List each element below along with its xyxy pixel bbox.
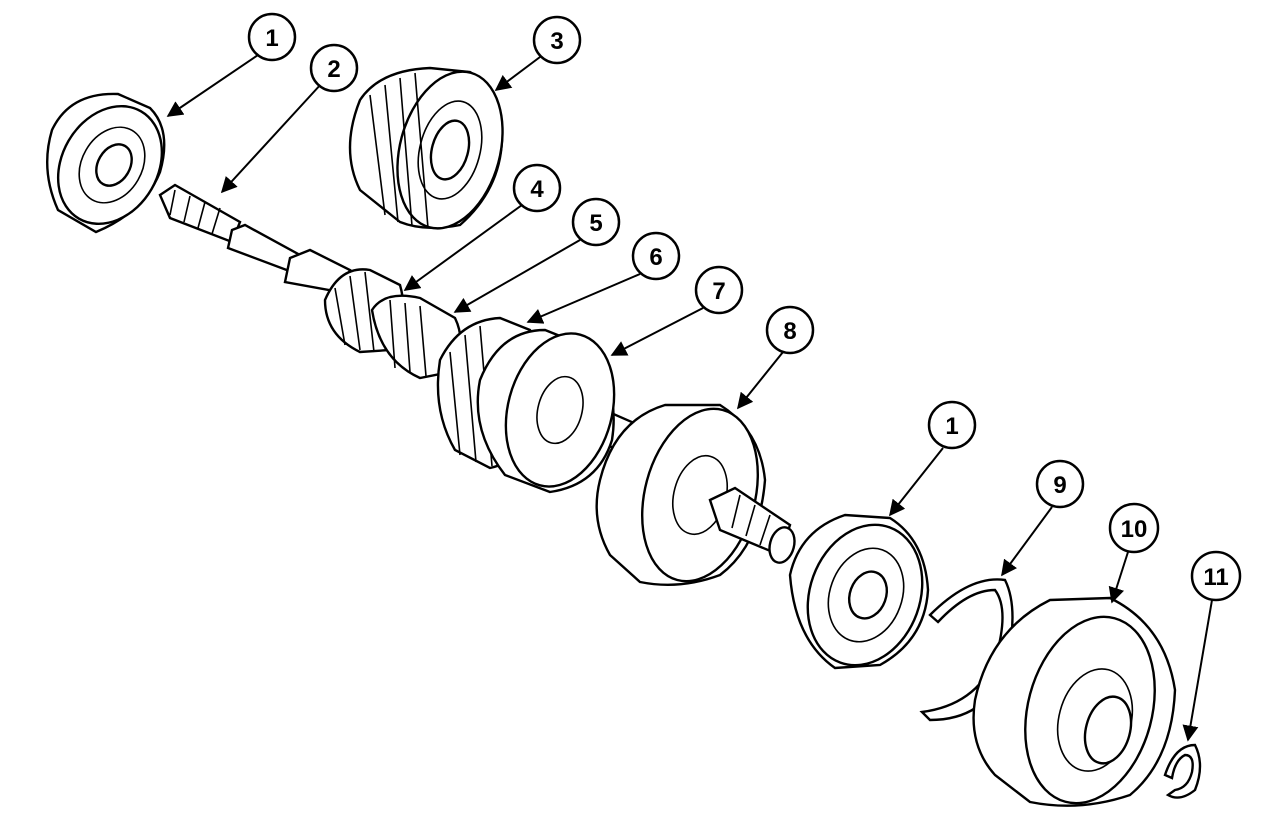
callout-label: 7 [712,278,725,305]
callout-1b: 1 [927,400,977,450]
gear-3 [348,66,504,230]
leader-lines [166,54,1213,742]
callout-4: 4 [512,163,562,213]
callout-label: 3 [550,28,563,55]
callout-label: 2 [327,56,340,83]
bearing-right [788,513,930,670]
gear-8 [595,403,796,586]
callout-1a: 1 [247,12,297,62]
leader-10 [1108,551,1129,604]
callout-3: 3 [532,15,582,65]
leader-8 [736,351,784,410]
callout-label: 6 [649,244,662,271]
callout-9: 9 [1035,459,1085,509]
callout-label: 1 [265,25,278,52]
callout-11: 11 [1190,550,1242,602]
callout-label: 4 [530,176,544,203]
callout-label: 9 [1053,472,1066,499]
leader-11 [1182,599,1213,742]
leader-5 [453,239,581,313]
callout-10: 10 [1108,502,1160,554]
bearing-left [46,92,166,234]
callout-8: 8 [765,305,815,355]
callout-label: 1 [945,413,958,440]
leader-1b [889,447,944,517]
leader-2 [220,82,323,194]
leader-1a [166,54,259,117]
gear-7 [476,328,616,494]
gear-10 [972,596,1177,807]
callout-label: 5 [589,210,602,237]
callout-label: 10 [1121,516,1148,543]
callout-7: 7 [694,265,744,315]
leader-9 [1001,506,1053,577]
clip-ring-11 [1163,743,1202,799]
leader-3 [494,56,541,91]
callout-label: 8 [783,318,796,345]
callout-6: 6 [631,231,681,281]
leader-4 [403,204,523,291]
callout-5: 5 [571,197,621,247]
leader-6 [526,273,641,324]
leader-7 [610,307,704,356]
callout-label: 11 [1203,564,1228,591]
callout-2: 2 [309,43,359,93]
